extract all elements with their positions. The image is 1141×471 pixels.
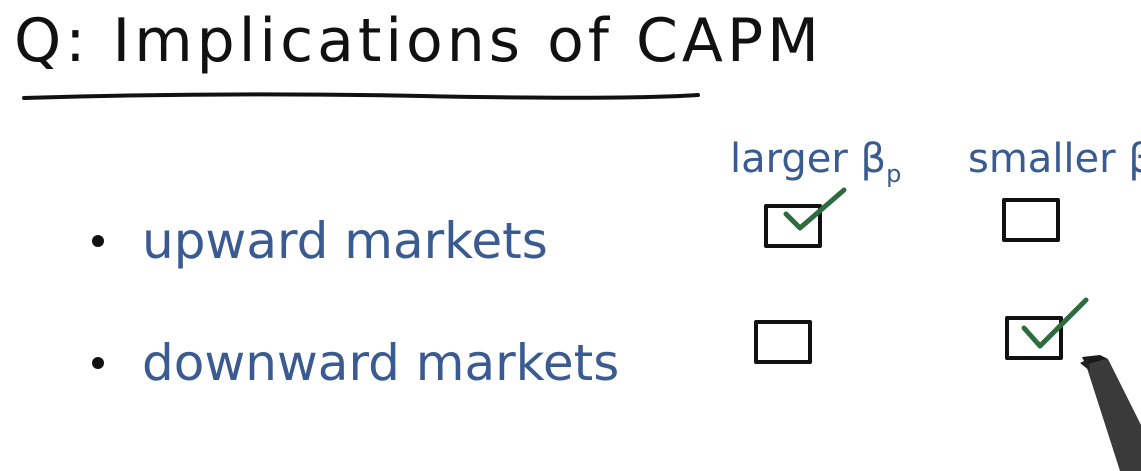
page-title: Q: Implications of CAPM <box>14 6 823 76</box>
bullet-icon <box>92 235 104 247</box>
column-larger-beta-symbol: β <box>860 136 887 182</box>
list-item-upward: upward markets <box>92 212 548 270</box>
row-label-downward: downward markets <box>142 334 620 392</box>
column-header-smaller: smaller βp <box>968 136 1141 188</box>
pen-icon <box>1080 355 1141 471</box>
checkbox-downward-smaller[interactable] <box>1005 316 1063 360</box>
column-smaller-label: smaller <box>968 136 1116 182</box>
bullet-icon <box>92 357 104 369</box>
checkmark-icon <box>1021 297 1089 349</box>
column-larger-label: larger <box>730 136 848 182</box>
checkbox-upward-larger[interactable] <box>764 204 822 248</box>
column-header-larger: larger βp <box>730 136 901 188</box>
list-item-downward: downward markets <box>92 334 619 392</box>
checkbox-downward-larger[interactable] <box>754 320 812 364</box>
checkbox-upward-smaller[interactable] <box>1002 198 1060 242</box>
column-smaller-beta-symbol: β <box>1128 136 1141 182</box>
column-larger-subscript: p <box>886 160 902 188</box>
title-underline <box>22 92 700 100</box>
checkmark-icon <box>783 187 847 231</box>
row-label-upward: upward markets <box>142 212 548 270</box>
